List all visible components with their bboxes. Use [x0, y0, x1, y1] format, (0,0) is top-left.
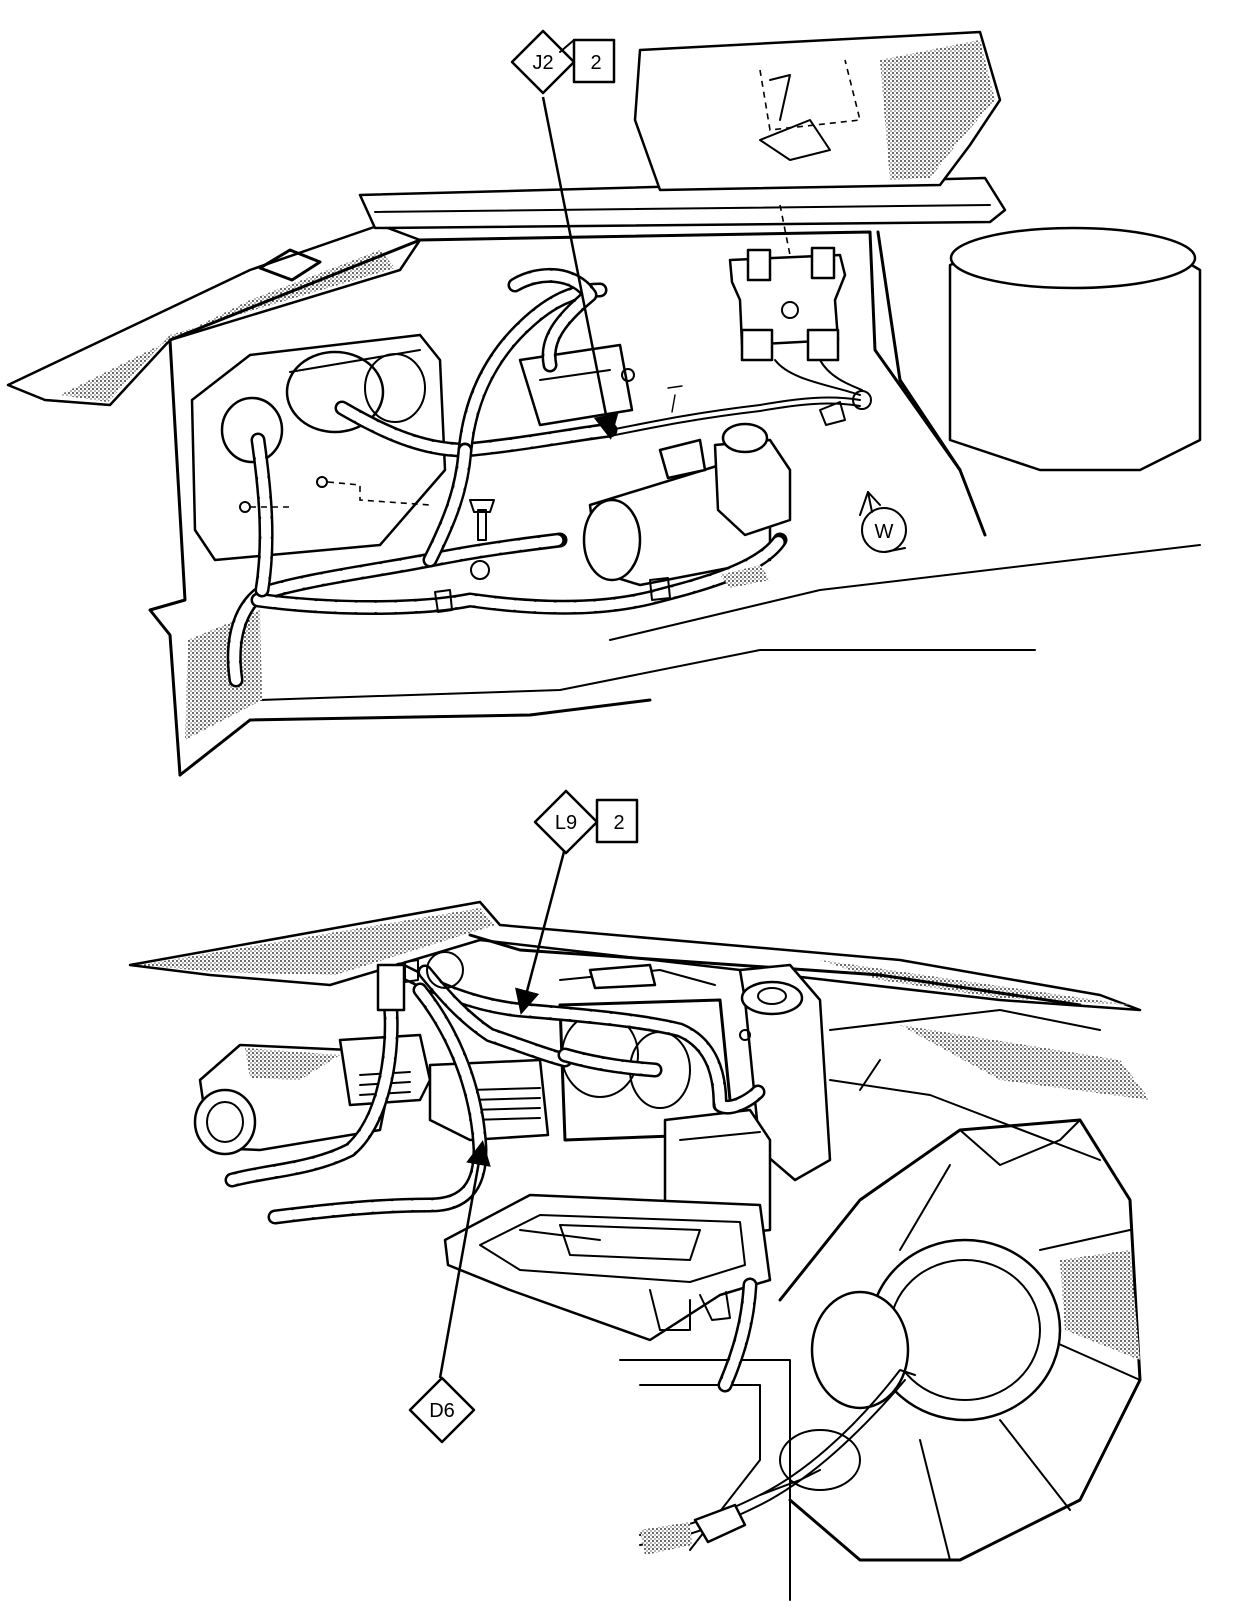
- relay-tray: [443, 1193, 772, 1342]
- relay-connector: [728, 204, 847, 362]
- view-marker-letter: W: [875, 521, 894, 543]
- cooling-fan: [619, 1118, 1142, 1562]
- callout-j2: J2 2: [510, 29, 619, 440]
- callout-d6-code: D6: [429, 1400, 455, 1422]
- callout-d6: D6: [408, 1140, 491, 1444]
- lower-cowl-rail: [128, 900, 1142, 1012]
- upper-wiring-harness: [226, 267, 872, 688]
- strut-tower: [876, 226, 1202, 472]
- relay-box-cover: [633, 30, 1002, 192]
- callout-l9-ref: 2: [613, 812, 624, 834]
- callout-l9-code: L9: [555, 812, 577, 834]
- lower-wiring-harness: [224, 951, 916, 1555]
- firewall-panel: [148, 230, 1201, 777]
- headlamp-housing: [190, 333, 447, 562]
- air-inlet-tube: [193, 1043, 392, 1156]
- view-direction-marker: W: [859, 491, 907, 553]
- upper-engine-bay-view: W J2 2: [6, 29, 1202, 777]
- callout-j2-ref: 2: [590, 52, 601, 74]
- callout-l9: L9 2: [515, 789, 639, 1015]
- lower-engine-bay-view: L9 2 D6: [128, 789, 1150, 1601]
- fender-rail: [6, 223, 422, 407]
- radiator-support: [468, 933, 1150, 1182]
- blower-motor: [582, 422, 792, 587]
- callout-j2-code: J2: [532, 52, 553, 74]
- control-module: [518, 343, 635, 427]
